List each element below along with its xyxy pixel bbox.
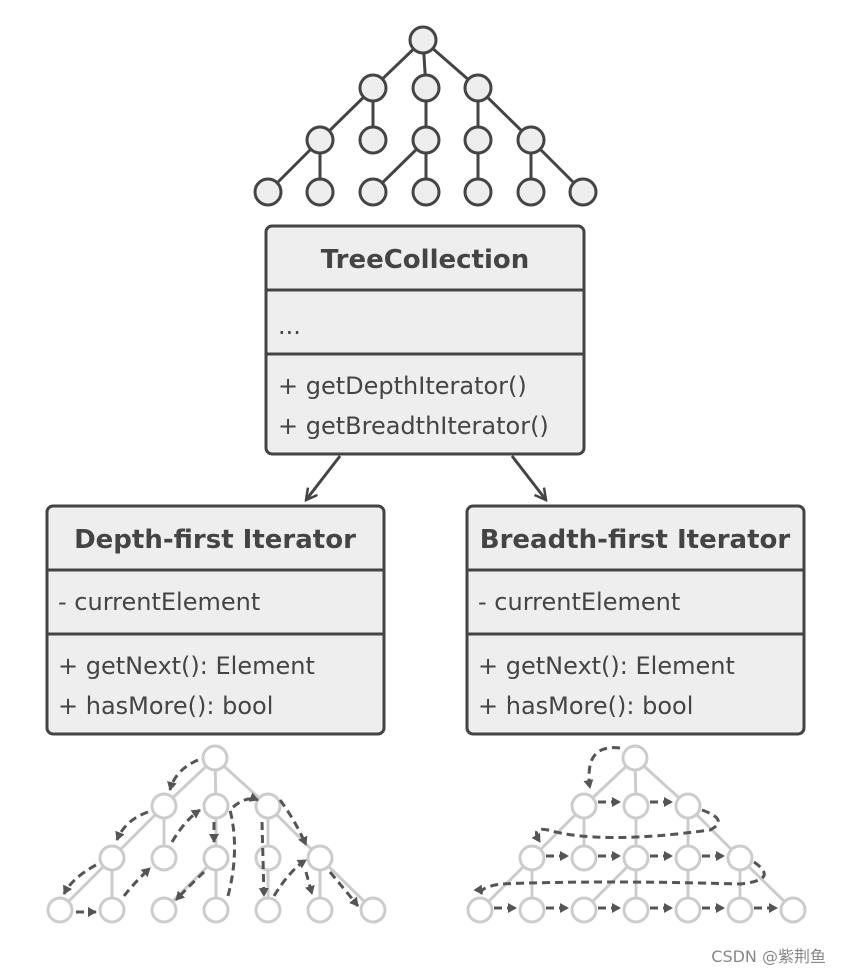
breadth-iterator-fields: - currentElement xyxy=(478,588,680,616)
breadth-iterator-title: Breadth-first Iterator xyxy=(480,525,791,555)
depth-traversal-path xyxy=(62,758,360,917)
tree-node xyxy=(305,125,335,155)
tree-node xyxy=(358,125,388,155)
tree-node xyxy=(516,125,546,155)
tree-collection-title: TreeCollection xyxy=(321,245,530,275)
tree-collection-method: + getBreadthIterator() xyxy=(278,412,549,440)
top-tree xyxy=(266,38,585,194)
tree-collection-class: TreeCollection ... + getDepthIterator() … xyxy=(264,224,586,456)
tree-node xyxy=(408,25,438,55)
tree-node xyxy=(411,125,441,155)
tree-node xyxy=(411,177,441,207)
arrow-to-breadth-iterator xyxy=(510,455,546,500)
depth-iterator-method: + hasMore(): bool xyxy=(58,692,273,720)
depth-iterator-class: Depth-first Iterator - currentElement + … xyxy=(45,504,386,736)
depth-iterator-fields: - currentElement xyxy=(58,588,260,616)
arrow-to-depth-iterator xyxy=(306,455,342,500)
tree-collection-method: + getDepthIterator() xyxy=(278,372,527,400)
depth-iterator-title: Depth-first Iterator xyxy=(74,525,356,555)
watermark: CSDN @紫荆鱼 xyxy=(711,947,826,966)
breadth-iterator-class: Breadth-first Iterator - currentElement … xyxy=(465,504,806,736)
depth-iterator-method: + getNext(): Element xyxy=(58,652,315,680)
tree-node xyxy=(305,177,335,207)
tree-node xyxy=(568,177,598,207)
tree-node xyxy=(516,177,546,207)
tree-node xyxy=(463,125,493,155)
tree-node xyxy=(358,177,388,207)
breadth-traversal-tree xyxy=(466,744,807,924)
tree-collection-fields: ... xyxy=(278,312,301,340)
top-tree-nodes xyxy=(253,25,598,207)
breadth-iterator-method: + hasMore(): bool xyxy=(478,692,693,720)
tree-node xyxy=(411,73,441,103)
breadth-iterator-method: + getNext(): Element xyxy=(478,652,735,680)
tree-node xyxy=(253,177,283,207)
breadth-traversal-path xyxy=(473,746,778,913)
tree-node xyxy=(358,73,388,103)
depth-traversal-tree xyxy=(46,744,387,924)
tree-node xyxy=(463,177,493,207)
tree-node xyxy=(463,73,493,103)
